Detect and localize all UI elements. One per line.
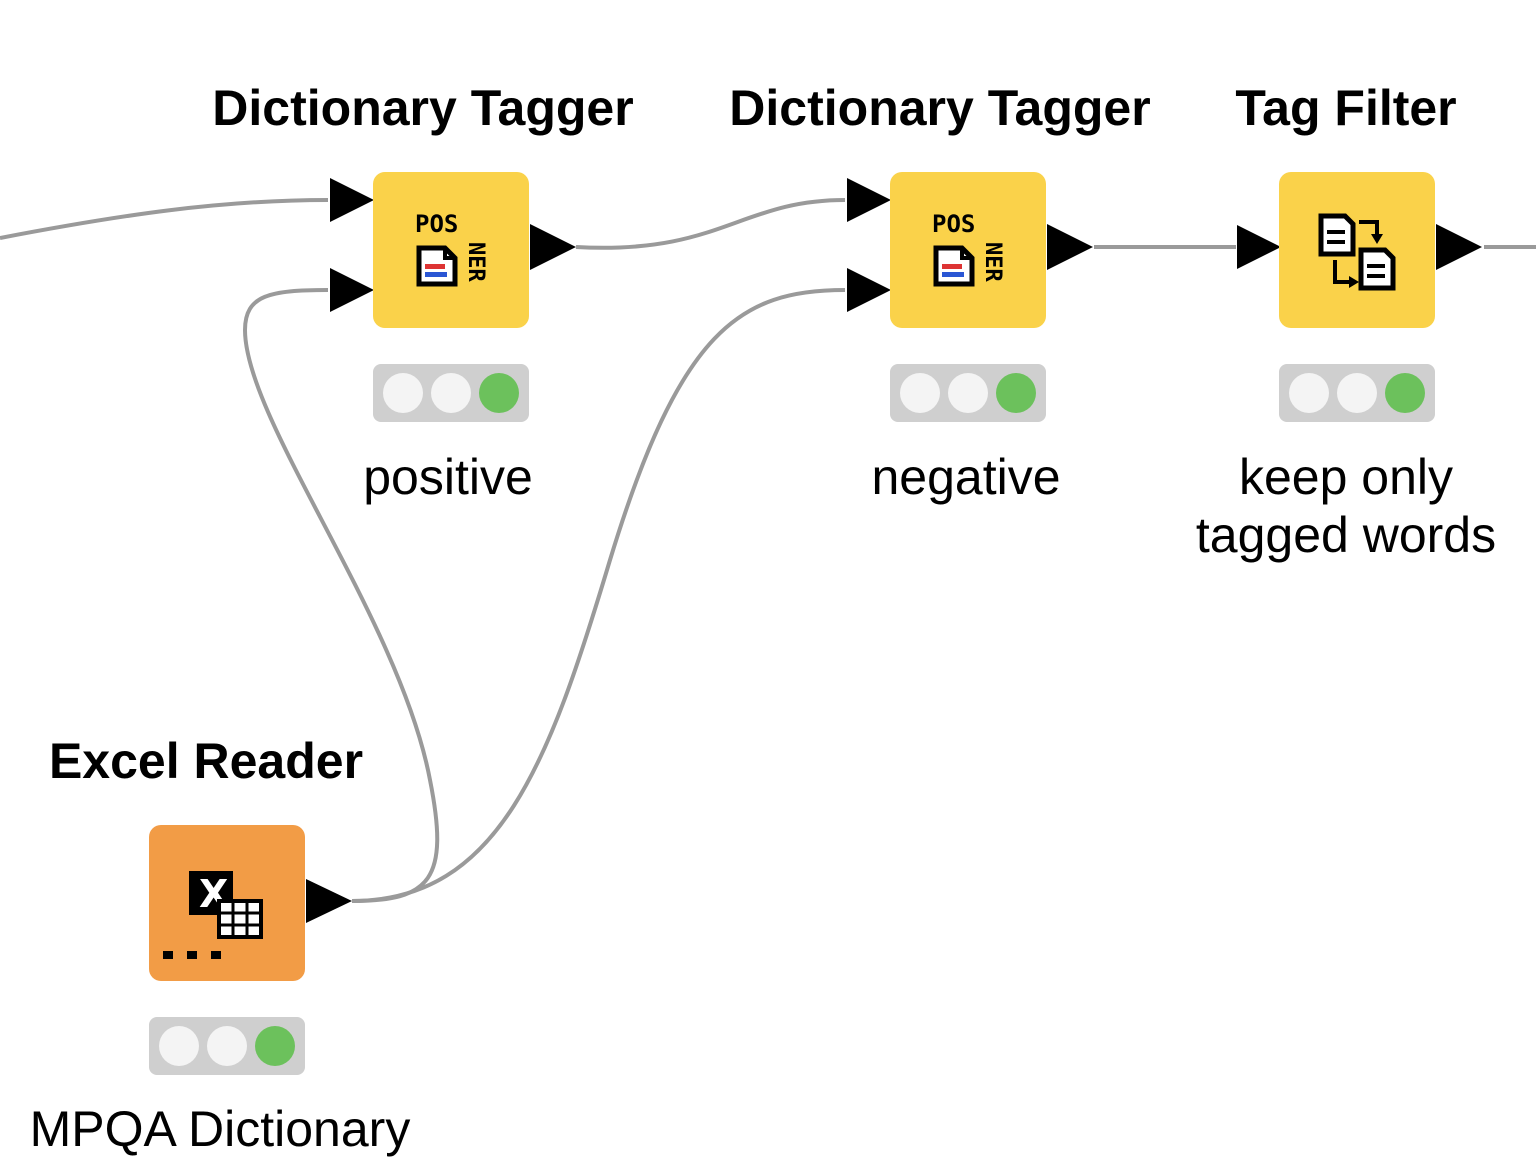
status-light-idle	[159, 1026, 199, 1066]
document-filter-icon	[1318, 213, 1396, 291]
input-port-arrow[interactable]	[330, 178, 374, 222]
dictionary-tagger-node[interactable]: POS NER	[890, 172, 1046, 328]
node-label-line: tagged words	[1195, 507, 1497, 563]
node-title: Tag Filter	[1235, 80, 1457, 136]
node-status-indicator	[890, 364, 1046, 422]
connection-excel-to-positive-tagger[interactable]	[242, 288, 440, 903]
status-light-idle	[383, 373, 423, 413]
node-label[interactable]: MPQA Dictionary	[29, 1101, 411, 1157]
svg-text:NER: NER	[980, 242, 1005, 282]
node-title: Dictionary Tagger	[212, 80, 634, 136]
svg-text:POS: POS	[415, 210, 458, 238]
pos-ner-tagger-icon: POS NER	[932, 210, 1005, 287]
tag-filter-node[interactable]	[1279, 172, 1435, 328]
status-light-idle	[1289, 373, 1329, 413]
status-light-executed	[996, 373, 1036, 413]
node-title: Excel Reader	[48, 733, 364, 789]
node-status-indicator	[1279, 364, 1435, 422]
status-light-idle	[948, 373, 988, 413]
connection-excel-to-negative-tagger[interactable]	[351, 288, 846, 903]
output-port-arrow[interactable]	[1436, 224, 1482, 270]
svg-text:POS: POS	[932, 210, 975, 238]
dictionary-tagger-node[interactable]: POS NER	[373, 172, 529, 328]
excel-reader-node[interactable]: X	[149, 825, 305, 981]
node-title: Dictionary Tagger	[729, 80, 1151, 136]
output-port-arrow[interactable]	[530, 224, 576, 270]
input-port-arrow[interactable]	[1237, 225, 1281, 269]
svg-text:NER: NER	[463, 242, 488, 282]
output-port-arrow[interactable]	[1047, 224, 1093, 270]
status-light-idle	[207, 1026, 247, 1066]
excel-table-icon: X	[163, 871, 263, 959]
connection-positive-to-negative-tagger[interactable]	[575, 198, 846, 250]
node-status-indicator	[373, 364, 529, 422]
connection-input-to-positive-tagger[interactable]	[0, 198, 329, 240]
node-label[interactable]: positive	[363, 449, 533, 505]
status-light-idle	[900, 373, 940, 413]
status-light-executed	[479, 373, 519, 413]
status-light-executed	[1385, 373, 1425, 413]
node-label[interactable]: negative	[871, 449, 1061, 505]
node-label[interactable]: keep only tagged words	[1176, 448, 1516, 564]
status-light-idle	[431, 373, 471, 413]
input-port-arrow[interactable]	[847, 268, 891, 312]
status-light-idle	[1337, 373, 1377, 413]
node-label-line: keep only	[1238, 449, 1454, 505]
input-port-arrow[interactable]	[330, 268, 374, 312]
input-port-arrow[interactable]	[847, 178, 891, 222]
pos-ner-tagger-icon: POS NER	[415, 210, 488, 287]
output-port-arrow[interactable]	[306, 879, 352, 923]
node-status-indicator	[149, 1017, 305, 1075]
status-light-executed	[255, 1026, 295, 1066]
